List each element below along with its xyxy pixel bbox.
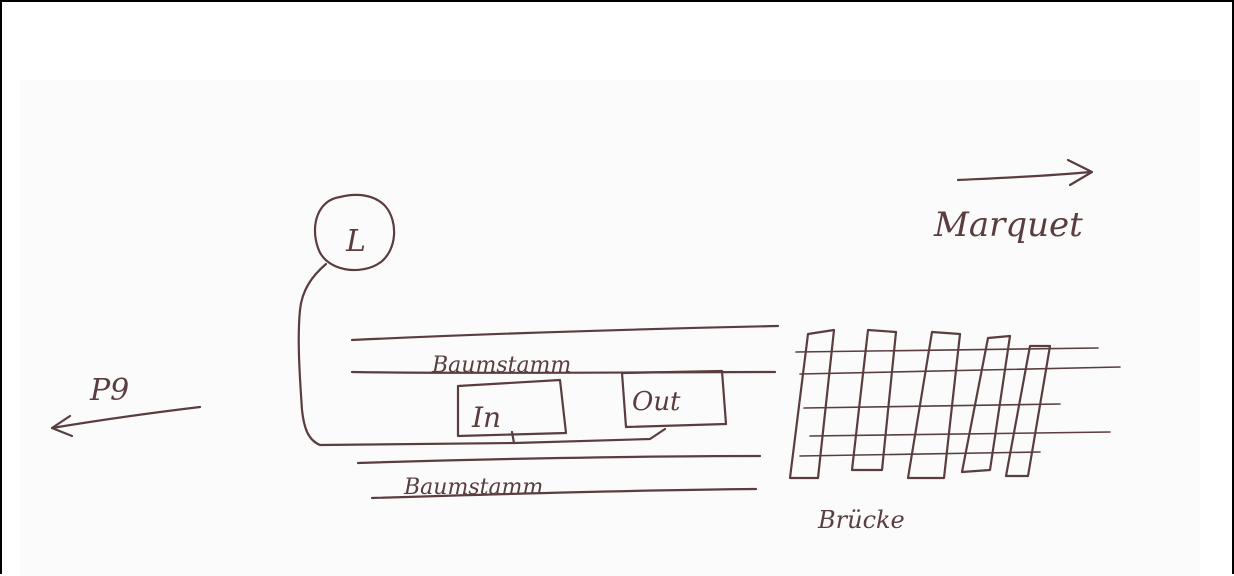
log-top-line-upper <box>352 326 778 340</box>
log-bottom-line-upper <box>358 456 760 463</box>
market-arrow <box>958 172 1090 180</box>
bridge-rail <box>804 404 1060 408</box>
bridge-rail <box>800 452 1040 456</box>
bridge-rail <box>810 432 1110 436</box>
in-box-label: In <box>471 401 501 434</box>
bridge-plank <box>962 336 1010 472</box>
pg-arrow <box>52 407 200 428</box>
bridge-rail <box>796 348 1098 352</box>
pg-label: P9 <box>89 373 129 408</box>
circle-label: L <box>345 224 366 259</box>
bridge-label: Brücke <box>817 506 905 534</box>
bridge-plank <box>1006 346 1050 476</box>
out-box-label: Out <box>632 387 681 417</box>
log-top-label: Baumstamm <box>431 353 571 378</box>
market-label: Marquet <box>933 205 1083 245</box>
bridge-rail <box>800 367 1120 374</box>
bridge <box>790 330 1120 478</box>
